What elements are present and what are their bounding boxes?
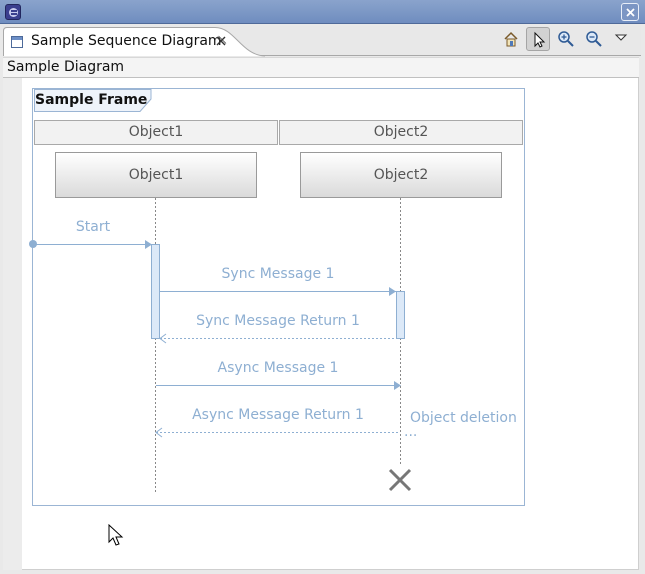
pointer-icon	[534, 31, 546, 48]
object-deletion-label[interactable]: Object deletion	[410, 410, 517, 426]
home-button[interactable]	[499, 27, 523, 51]
canvas-ruler	[3, 78, 22, 570]
view-menu-button[interactable]	[610, 27, 634, 51]
async-message-label[interactable]: Async Message 1	[217, 360, 339, 376]
object-deletion-cross-icon	[388, 468, 412, 492]
tab-label: Sample Sequence Diagram	[31, 33, 222, 49]
frame-label-tab: Sample Frame	[34, 89, 152, 112]
sync-return-label[interactable]: Sync Message Return 1	[196, 313, 360, 329]
sync-message-arrowhead	[389, 287, 396, 296]
start-message-label[interactable]: Start	[75, 219, 111, 235]
zoom-in-button[interactable]	[554, 27, 578, 51]
zoom-out-button[interactable]	[582, 27, 606, 51]
view-menu-icon	[614, 34, 628, 41]
tab-sample-sequence-diagram[interactable]: Sample Sequence Diagram	[3, 27, 265, 57]
column-header-object1: Object1	[34, 120, 278, 145]
close-icon	[626, 8, 635, 17]
window-titlebar	[0, 0, 645, 24]
column-header-object2: Object2	[279, 120, 523, 145]
sync-return-arrowhead	[159, 333, 167, 344]
tab-close-icon[interactable]	[215, 35, 228, 48]
async-message-arrowhead	[394, 381, 401, 390]
window-close-button[interactable]	[621, 3, 639, 21]
lifeline-object1[interactable]: Object1	[55, 152, 257, 198]
eclipse-icon	[5, 4, 21, 20]
frame-label: Sample Frame	[35, 92, 148, 108]
sync-message-label[interactable]: Sync Message 1	[221, 266, 335, 282]
object-deletion-ellipsis: ...	[404, 424, 418, 440]
diagram-title-bar: Sample Diagram	[3, 57, 639, 78]
activation-object1	[151, 244, 160, 339]
zoom-out-icon	[586, 31, 602, 47]
zoom-in-icon	[558, 31, 574, 47]
editor-icon	[11, 36, 23, 48]
select-tool-button[interactable]	[526, 27, 550, 51]
async-return-arrowhead	[155, 427, 163, 438]
start-arrowhead	[145, 240, 152, 249]
home-icon	[504, 31, 518, 47]
activation-object2	[396, 291, 405, 339]
mouse-cursor-icon	[108, 524, 124, 546]
diagram-title: Sample Diagram	[7, 59, 125, 75]
async-return-label[interactable]: Async Message Return 1	[192, 407, 364, 423]
lifeline-object2[interactable]: Object2	[300, 152, 502, 198]
